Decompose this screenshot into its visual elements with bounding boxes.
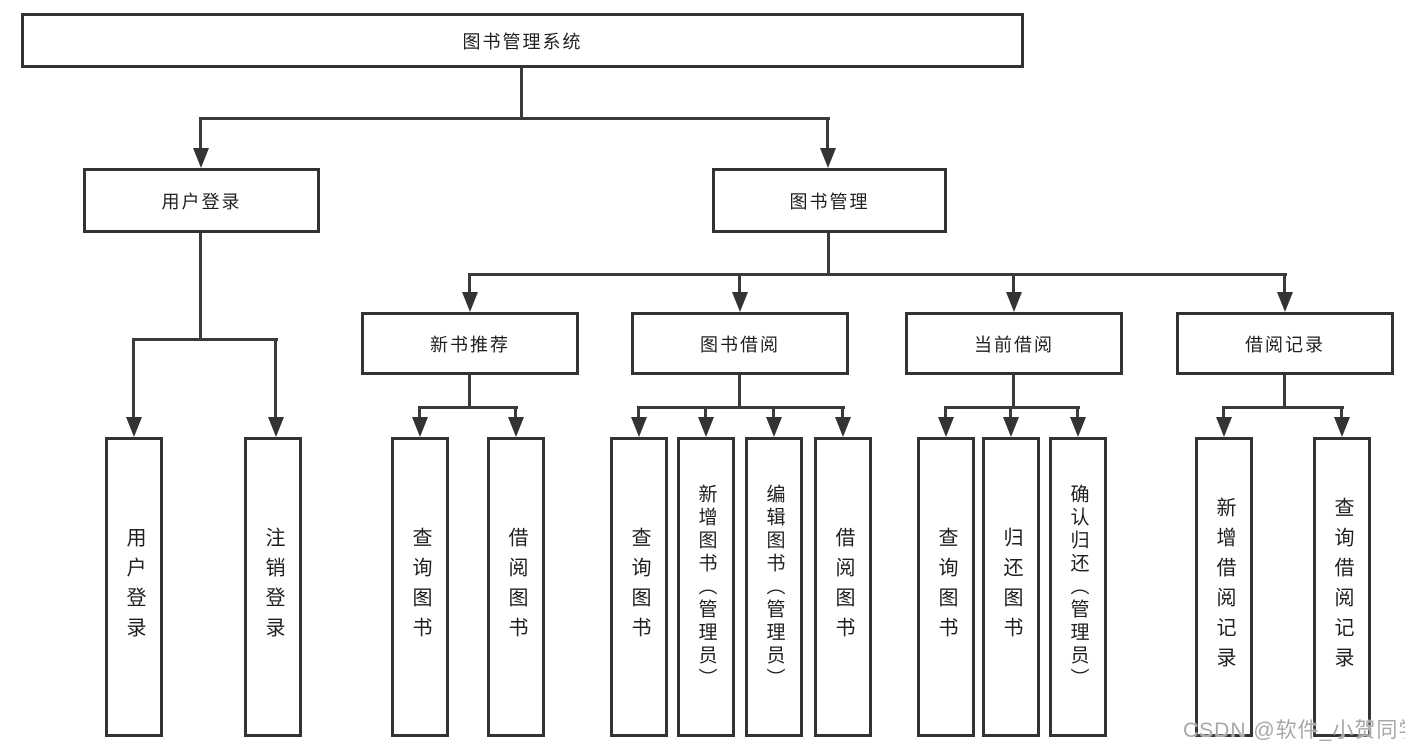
connector-level3-vline xyxy=(827,233,830,276)
arrow-g3-edit-books xyxy=(766,417,782,437)
arrow-to-borrow-records xyxy=(1277,292,1293,312)
arrow-to-book-management xyxy=(820,148,836,168)
arrow-g4-return-books xyxy=(1003,417,1019,437)
leaf-borrow-search: 查询图书 xyxy=(610,437,668,737)
leaf-borrow-edit-admin: 编辑图书（管理员） xyxy=(745,437,803,737)
leaf-newbooks-borrow: 借阅图书 xyxy=(487,437,545,737)
leaf-borrow-add-admin-label: 新增图书（管理员） xyxy=(695,483,717,691)
connector-group2-hbar xyxy=(418,406,518,409)
node-system-root-label: 图书管理系统 xyxy=(462,31,583,52)
arrow-to-new-books xyxy=(462,292,478,312)
connector-level3-hbar xyxy=(468,273,1287,276)
node-book-management: 图书管理 xyxy=(712,168,947,233)
connector-group4-vline xyxy=(1012,375,1015,409)
leaf-newbooks-search-label: 查询图书 xyxy=(409,527,431,647)
connector-root-hbar xyxy=(199,117,830,120)
connector-currentborrow-shaft xyxy=(1012,276,1015,292)
connector-group4-shaft-3 xyxy=(1076,409,1079,417)
leaf-newbooks-borrow-label: 借阅图书 xyxy=(505,527,527,647)
leaf-current-return: 归还图书 xyxy=(982,437,1040,737)
node-new-books: 新书推荐 xyxy=(361,312,579,375)
leaf-record-add: 新增借阅记录 xyxy=(1195,437,1253,737)
arrow-g3-add-books xyxy=(698,417,714,437)
connector-userlogin-shaft xyxy=(199,120,202,148)
leaf-borrow-borrow: 借阅图书 xyxy=(814,437,872,737)
connector-group4-hbar xyxy=(944,406,1080,409)
leaf-current-confirm-admin-label: 确认归还（管理员） xyxy=(1067,483,1089,691)
leaf-newbooks-search: 查询图书 xyxy=(391,437,449,737)
connector-group3-hbar xyxy=(637,406,845,409)
connector-root-vline xyxy=(520,68,523,119)
csdn-watermark: CSDN @软件_小贺同学 xyxy=(1183,719,1405,742)
connector-group2-shaft-2 xyxy=(514,409,517,417)
node-borrow-records: 借阅记录 xyxy=(1176,312,1394,375)
node-user-login: 用户登录 xyxy=(83,168,320,233)
node-user-login-label: 用户登录 xyxy=(161,191,242,212)
node-current-borrow-label: 当前借阅 xyxy=(974,334,1054,355)
arrow-to-leaf-logout xyxy=(268,417,284,437)
leaf-logout-label: 注销登录 xyxy=(262,527,284,647)
leaf-borrow-add-admin: 新增图书（管理员） xyxy=(677,437,735,737)
leaf-logout: 注销登录 xyxy=(244,437,302,737)
arrow-g2-borrow-books xyxy=(508,417,524,437)
node-borrow-records-label: 借阅记录 xyxy=(1245,334,1325,355)
connector-group3-shaft-3 xyxy=(772,409,775,417)
node-current-borrow: 当前借阅 xyxy=(905,312,1123,375)
leaf-record-search: 查询借阅记录 xyxy=(1313,437,1371,737)
arrow-g3-borrow-books xyxy=(835,417,851,437)
arrow-g2-search-books xyxy=(412,417,428,437)
connector-group4-shaft-2 xyxy=(1009,409,1012,417)
leaf-record-search-label: 查询借阅记录 xyxy=(1331,497,1353,677)
connector-group3-shaft-4 xyxy=(841,409,844,417)
arrow-g3-search-books xyxy=(631,417,647,437)
arrow-g5-add-record xyxy=(1216,417,1232,437)
leaf-record-add-label: 新增借阅记录 xyxy=(1213,497,1235,677)
connector-group4-shaft-1 xyxy=(944,409,947,417)
connector-group1-shaft-1 xyxy=(132,341,135,417)
connector-borrowrecords-shaft xyxy=(1283,276,1286,292)
node-book-borrow-label: 图书借阅 xyxy=(700,334,780,355)
arrow-to-current-borrow xyxy=(1006,292,1022,312)
node-book-management-label: 图书管理 xyxy=(789,191,870,212)
arrow-g4-confirm-return xyxy=(1070,417,1086,437)
connector-group3-vline xyxy=(738,375,741,409)
connector-group1-shaft-2 xyxy=(274,341,277,417)
connector-group5-shaft-2 xyxy=(1340,409,1343,417)
leaf-user-login-label: 用户登录 xyxy=(123,527,145,647)
connector-bookborrow-shaft xyxy=(738,276,741,292)
arrow-to-leaf-user-login xyxy=(126,417,142,437)
node-system-root: 图书管理系统 xyxy=(21,13,1024,68)
connector-group2-shaft-1 xyxy=(418,409,421,417)
connector-bookmgmt-shaft xyxy=(826,120,829,148)
connector-group5-shaft-1 xyxy=(1222,409,1225,417)
leaf-borrow-search-label: 查询图书 xyxy=(628,527,650,647)
connector-group1-vline xyxy=(199,233,202,341)
arrow-g4-search-books xyxy=(938,417,954,437)
connector-group1-hbar xyxy=(132,338,278,341)
node-book-borrow: 图书借阅 xyxy=(631,312,849,375)
arrow-to-user-login xyxy=(193,148,209,168)
connector-group3-shaft-2 xyxy=(704,409,707,417)
node-new-books-label: 新书推荐 xyxy=(430,334,510,355)
connector-group5-vline xyxy=(1283,375,1286,409)
leaf-current-return-label: 归还图书 xyxy=(1000,527,1022,647)
connector-newbooks-shaft xyxy=(468,276,471,292)
connector-group2-vline xyxy=(468,375,471,409)
connector-group5-hbar xyxy=(1222,406,1344,409)
connector-group3-shaft-1 xyxy=(637,409,640,417)
leaf-borrow-edit-admin-label: 编辑图书（管理员） xyxy=(763,483,785,691)
leaf-current-confirm-admin: 确认归还（管理员） xyxy=(1049,437,1107,737)
arrow-to-book-borrow xyxy=(732,292,748,312)
leaf-current-search-label: 查询图书 xyxy=(935,527,957,647)
leaf-borrow-borrow-label: 借阅图书 xyxy=(832,527,854,647)
leaf-user-login: 用户登录 xyxy=(105,437,163,737)
leaf-current-search: 查询图书 xyxy=(917,437,975,737)
arrow-g5-search-record xyxy=(1334,417,1350,437)
